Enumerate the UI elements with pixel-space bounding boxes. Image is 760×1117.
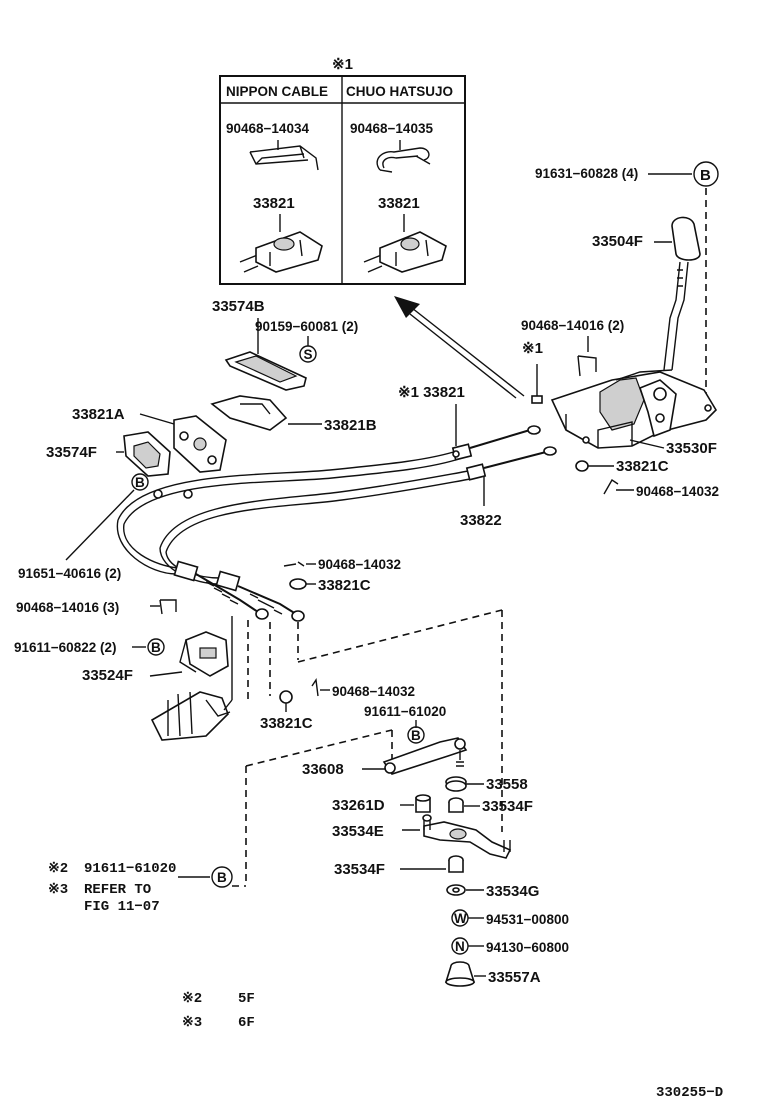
label-91611-60822: 91611−60822 (2) <box>14 640 116 655</box>
inset-left-part-label: 33821 <box>253 195 295 212</box>
clip-90468-14035-drawing <box>376 140 431 173</box>
svg-text:W: W <box>454 911 467 926</box>
svg-text:S: S <box>304 347 313 362</box>
svg-text:B: B <box>135 475 145 490</box>
label-91631-60828: 91631−60828 (4) <box>535 166 638 181</box>
circle-n-marker: N <box>451 937 469 955</box>
shift-knob-drawing <box>663 216 701 371</box>
inset-pointer-arrow <box>394 296 525 399</box>
label-90468-14016-3: 90468−14016 (3) <box>16 600 119 615</box>
label-33558: 33558 <box>486 776 528 793</box>
label-33821C-a: 33821C <box>616 458 669 475</box>
boot-33557A-drawing <box>444 961 476 987</box>
nut-33261D-drawing <box>415 794 431 813</box>
label-33534F-a: 33534F <box>482 798 533 815</box>
cable-end-33821-chuo-drawing <box>363 214 447 273</box>
transmission-stub-drawing <box>150 691 231 741</box>
svg-text:B: B <box>151 640 161 655</box>
svg-text:B: B <box>217 870 227 885</box>
label-90159-60081: 90159−60081 (2) <box>255 319 358 334</box>
note-mark3: ※3 <box>48 882 68 898</box>
circle-b-marker-3: B <box>407 726 425 744</box>
svg-text:B: B <box>411 728 421 743</box>
label-33534E: 33534E <box>332 823 384 840</box>
label-33261D: 33261D <box>332 797 385 814</box>
plate-33821A-drawing <box>173 415 227 473</box>
label-33821A: 33821A <box>72 406 125 423</box>
clip-90468-14034-drawing <box>249 140 319 171</box>
label-33822: 33822 <box>460 512 502 529</box>
label-mark1-top: ※1 <box>522 340 543 357</box>
inset-marker: ※1 <box>332 56 353 73</box>
label-90468-14032-c: 90468−14032 <box>332 684 415 699</box>
legend-mark3-value: 6F <box>238 1015 255 1031</box>
cable-end-33821-nippon-drawing <box>239 214 323 273</box>
label-33574B: 33574B <box>212 298 265 315</box>
legend-mark2-value: 5F <box>238 991 255 1007</box>
label-33821C-c: 33821C <box>260 715 313 732</box>
label-91651-40616: 91651−40616 (2) <box>18 566 121 581</box>
label-mark1-33821: ※1 33821 <box>398 384 465 401</box>
label-33534G: 33534G <box>486 883 539 900</box>
svg-text:B: B <box>700 167 711 184</box>
inset-col-nippon-cable: NIPPON CABLE <box>226 84 328 99</box>
bushing-33558-drawing <box>445 776 467 792</box>
bushing-33534F-b-drawing <box>448 855 464 873</box>
shifter-housing-33530F-drawing <box>550 369 718 449</box>
shift-cables-drawing <box>116 425 557 622</box>
figure-id: 330255−D <box>656 1085 723 1101</box>
bracket-33821B-drawing <box>210 395 288 431</box>
label-91611-61020: 91611−61020 <box>364 704 446 719</box>
circle-b-marker: B <box>693 161 719 187</box>
label-90468-14032-a: 90468−14032 <box>636 484 719 499</box>
inset-left-clip-label: 90468−14034 <box>226 121 309 136</box>
note-mark2-part: 91611−61020 <box>84 861 176 877</box>
circle-b-marker-2: B <box>147 638 165 656</box>
label-33608: 33608 <box>302 761 344 778</box>
label-90468-14032-b: 90468−14032 <box>318 557 401 572</box>
circle-w-marker: W <box>451 909 469 927</box>
label-90468-14016-2: 90468−14016 (2) <box>521 318 624 333</box>
label-33821C-b: 33821C <box>318 577 371 594</box>
legend-mark2: ※2 <box>182 991 202 1007</box>
label-94130-60800: 94130−60800 <box>486 940 569 955</box>
label-33524F: 33524F <box>82 667 133 684</box>
svg-text:N: N <box>455 939 465 954</box>
inset-box: ※1 NIPPON CABLE CHUO HATSUJO 90468−14034… <box>219 56 466 285</box>
lever-33608-drawing <box>382 737 468 775</box>
circle-b-marker-left: B <box>131 473 149 491</box>
inset-right-part-label: 33821 <box>378 195 420 212</box>
washer-33534G-drawing <box>446 884 466 896</box>
label-33530F: 33530F <box>666 440 717 457</box>
label-33504F: 33504F <box>592 233 643 250</box>
bushing-33534F-a-drawing <box>448 797 464 813</box>
note-mark2: ※2 <box>48 861 68 877</box>
circle-b-marker-note: B <box>211 866 233 888</box>
note-mark3-fig: FIG 11−07 <box>84 899 160 915</box>
inset-right-clip-label: 90468−14035 <box>350 121 433 136</box>
label-33821B: 33821B <box>324 417 377 434</box>
circle-s-marker: S <box>299 345 317 363</box>
label-33534F-b: 33534F <box>334 861 385 878</box>
bracket-33524F-drawing <box>179 631 229 677</box>
legend-mark3: ※3 <box>182 1015 202 1031</box>
label-33557A: 33557A <box>488 969 541 986</box>
inset-col-chuo-hatsujo: CHUO HATSUJO <box>346 84 453 99</box>
note-mark3-refer-to: REFER TO <box>84 882 151 898</box>
label-94531-00800: 94531−00800 <box>486 912 569 927</box>
label-33574F: 33574F <box>46 444 97 461</box>
lever-33534E-drawing <box>422 814 512 859</box>
gasket-33574F-drawing <box>123 431 171 477</box>
cover-33574B-drawing <box>224 351 307 391</box>
